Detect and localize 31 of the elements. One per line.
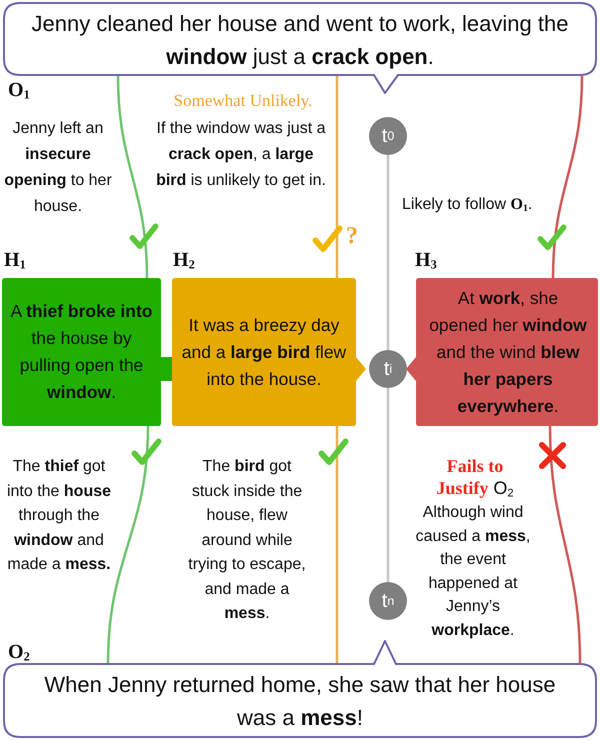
connector-line	[336, 426, 338, 663]
timeline-line	[386, 155, 390, 350]
callout-text: At work, she opened her window and the wind blew her papers everywhere.	[428, 286, 588, 418]
timeline-line	[386, 388, 390, 582]
bubble-text: Jenny cleaned her house and went to work, leaving the window just a crack open.	[30, 10, 570, 71]
heading-label: H$_{1}$	[4, 249, 26, 271]
connector-line	[336, 76, 338, 278]
bubble-text: When Jenny returned home, she saw that her house was a mess!	[43, 671, 557, 732]
connector-line	[106, 426, 150, 664]
callout-box	[172, 278, 366, 426]
connector-line	[552, 76, 584, 278]
speech-bubble	[3, 640, 597, 738]
verdict-label: Fails to Justify O$_{2}$	[435, 455, 515, 499]
annotation-text: Likely to follow O$_{1}$.	[402, 195, 532, 216]
heading-label: H$_{2}$	[173, 249, 195, 271]
connector-line	[116, 76, 148, 278]
question-mark: ?	[346, 222, 358, 250]
annotation-text: The bird got stuck inside the house, flew around while trying to escape, and made a mess.	[187, 457, 307, 624]
callout-box	[406, 278, 598, 426]
heading-label: O$_{2}$	[8, 641, 30, 663]
annotation-text: The thief got into the house through the window and made a mess.	[6, 457, 112, 575]
heading-label: H$_{3}$	[415, 249, 437, 271]
callout-box	[2, 278, 172, 426]
callout-text: A thief broke into the house by pulling open the window.	[10, 300, 154, 404]
annotation-text: Jenny left an insecure opening to her house.	[4, 119, 112, 217]
heading-label: O$_{1}$	[8, 79, 30, 101]
callout-text: It was a breezy day and a large bird flew into the house.	[180, 314, 348, 390]
rating-label: Somewhat Unlikely.	[174, 90, 312, 112]
annotation-text: Although wind caused a mess, the event happened at Jenny’s workplace.	[414, 503, 532, 640]
connector-line	[548, 426, 582, 664]
annotation-text: If the window was just a crack open, a large bird is unlikely to get in.	[155, 119, 327, 191]
